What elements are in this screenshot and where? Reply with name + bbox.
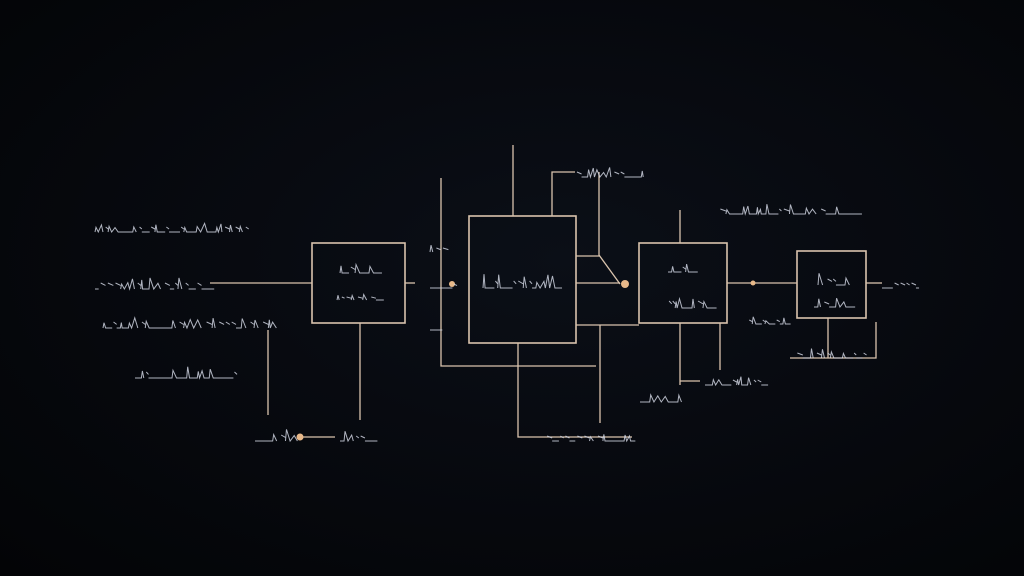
illegible-label-2 [95, 277, 215, 291]
illegible-label-22 [668, 296, 717, 309]
illegible-label-17 [546, 434, 636, 443]
illegible-label-8 [720, 204, 862, 216]
wire-4 [440, 333, 596, 367]
junction-dot-4 [750, 280, 756, 286]
illegible-label-12 [749, 316, 791, 325]
illegible-label-21 [668, 263, 698, 273]
illegible-label-4 [135, 366, 238, 380]
illegible-label-14 [429, 245, 449, 253]
wire-6 [551, 171, 575, 216]
illegible-label-9 [640, 393, 682, 404]
illegible-label-7 [576, 167, 644, 179]
illegible-label-15 [430, 283, 458, 289]
wire-11 [517, 343, 632, 438]
illegible-label-1 [94, 222, 250, 234]
illegible-label-20 [482, 274, 563, 289]
illegible-label-5 [255, 429, 298, 443]
wire-7 [598, 172, 621, 285]
junction-dot-1 [621, 280, 629, 288]
illegible-label-10 [705, 376, 769, 387]
illegible-label-3 [102, 316, 277, 330]
illegible-label-19 [336, 292, 384, 301]
illegible-label-23 [817, 273, 850, 286]
wire-20 [790, 322, 877, 359]
junction-dot-2 [296, 433, 304, 441]
block-3 [638, 242, 728, 324]
block-1 [311, 242, 406, 324]
illegible-label-13 [882, 282, 920, 289]
block-4 [796, 250, 867, 319]
junction-dot-3 [449, 281, 455, 287]
illegible-label-24 [814, 298, 856, 309]
illegible-label-11 [797, 348, 867, 359]
illegible-label-6 [340, 431, 378, 443]
illegible-label-18 [339, 262, 382, 274]
block-2 [468, 215, 577, 344]
